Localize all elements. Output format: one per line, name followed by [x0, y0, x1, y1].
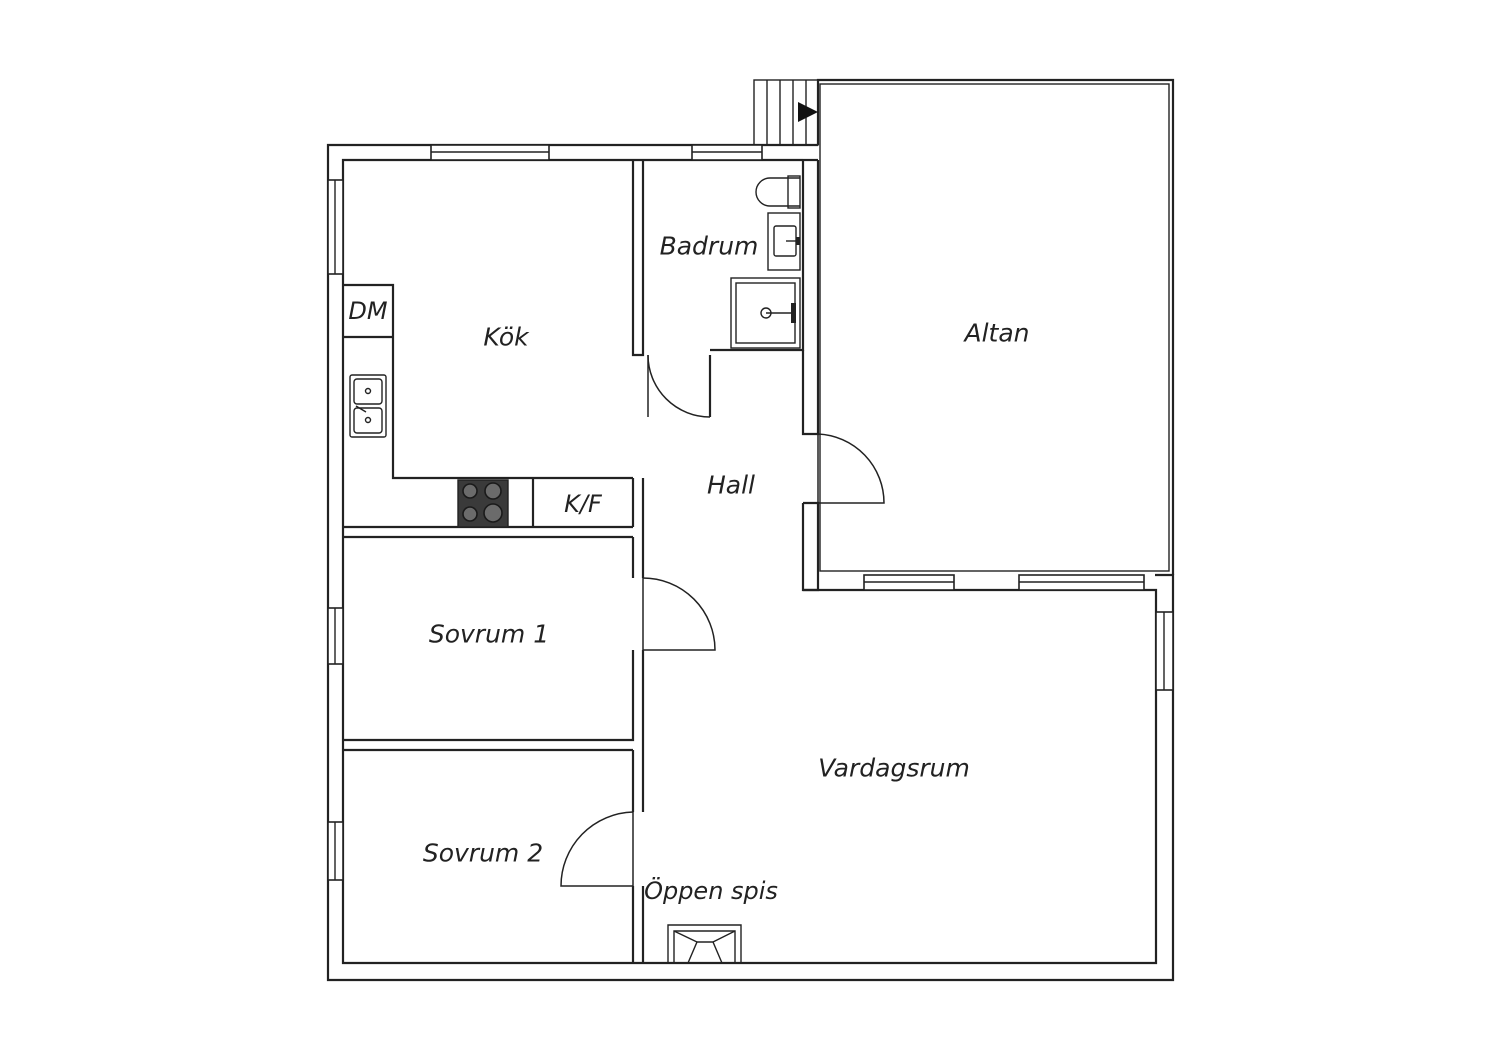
windows [327, 144, 1174, 881]
room-label-sovrum-2: Sovrum 2 [422, 838, 544, 868]
room-label-altan: Altan [964, 318, 1030, 348]
bathroom-sink-icon [767, 212, 801, 271]
stove-icon [457, 479, 509, 528]
toilet-icon [755, 175, 801, 209]
doors [560, 354, 885, 887]
shower-icon [730, 277, 801, 349]
room-label-vardagsrum: Vardagsrum [818, 753, 970, 783]
interior-walls [343, 158, 820, 963]
fixture-label-oppen-spis: Öppen spis [644, 877, 778, 905]
fireplace-icon [667, 924, 742, 964]
kitchen-sink-icon [349, 374, 387, 438]
room-label-hall: Hall [706, 470, 756, 500]
fixture-label-dm: DM [348, 297, 388, 325]
room-label-sovrum-1: Sovrum 1 [428, 619, 550, 649]
room-label-kok: Kök [483, 322, 529, 352]
fixture-label-kf: K/F [564, 490, 602, 518]
room-label-badrum: Badrum [659, 231, 759, 261]
